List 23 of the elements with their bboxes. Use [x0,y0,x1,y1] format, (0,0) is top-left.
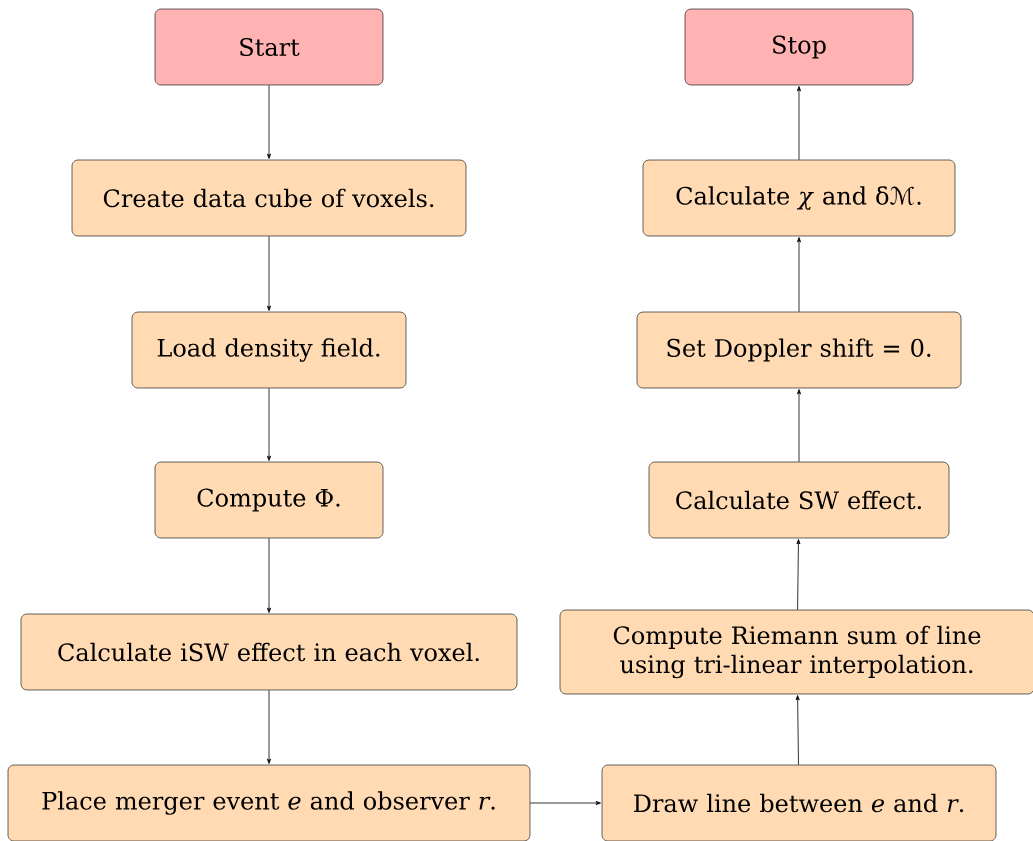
terminal-box: Stop [684,8,914,86]
process-box: Calculate iSW effect in each voxel. [20,613,518,691]
arrow [267,689,271,764]
process-box: Calculate SW effect. [648,461,950,539]
arrow [267,537,271,613]
arrow [267,84,271,159]
arrow [797,237,801,313]
process-box: Calculate χ and δℳ. [642,159,956,237]
process-box: Set Doppler shift = 0. [636,311,962,389]
process-box: Draw line between e and r. [601,764,997,841]
arrow [795,695,800,766]
terminal-box: Start [154,8,384,86]
arrow [797,389,801,463]
arrow [267,235,271,311]
process-box: Compute Riemann sum of line using tri-linear interpolation. [559,609,1033,695]
process-box: Load density field. [131,311,407,389]
process-box: Place merger event e and observer r. [7,764,531,841]
arrow [797,86,801,161]
process-box: Create data cube of voxels. [71,159,467,237]
process-box: Compute Φ. [154,461,384,539]
arrow [529,801,601,805]
arrow [796,539,801,611]
arrow [267,387,271,461]
